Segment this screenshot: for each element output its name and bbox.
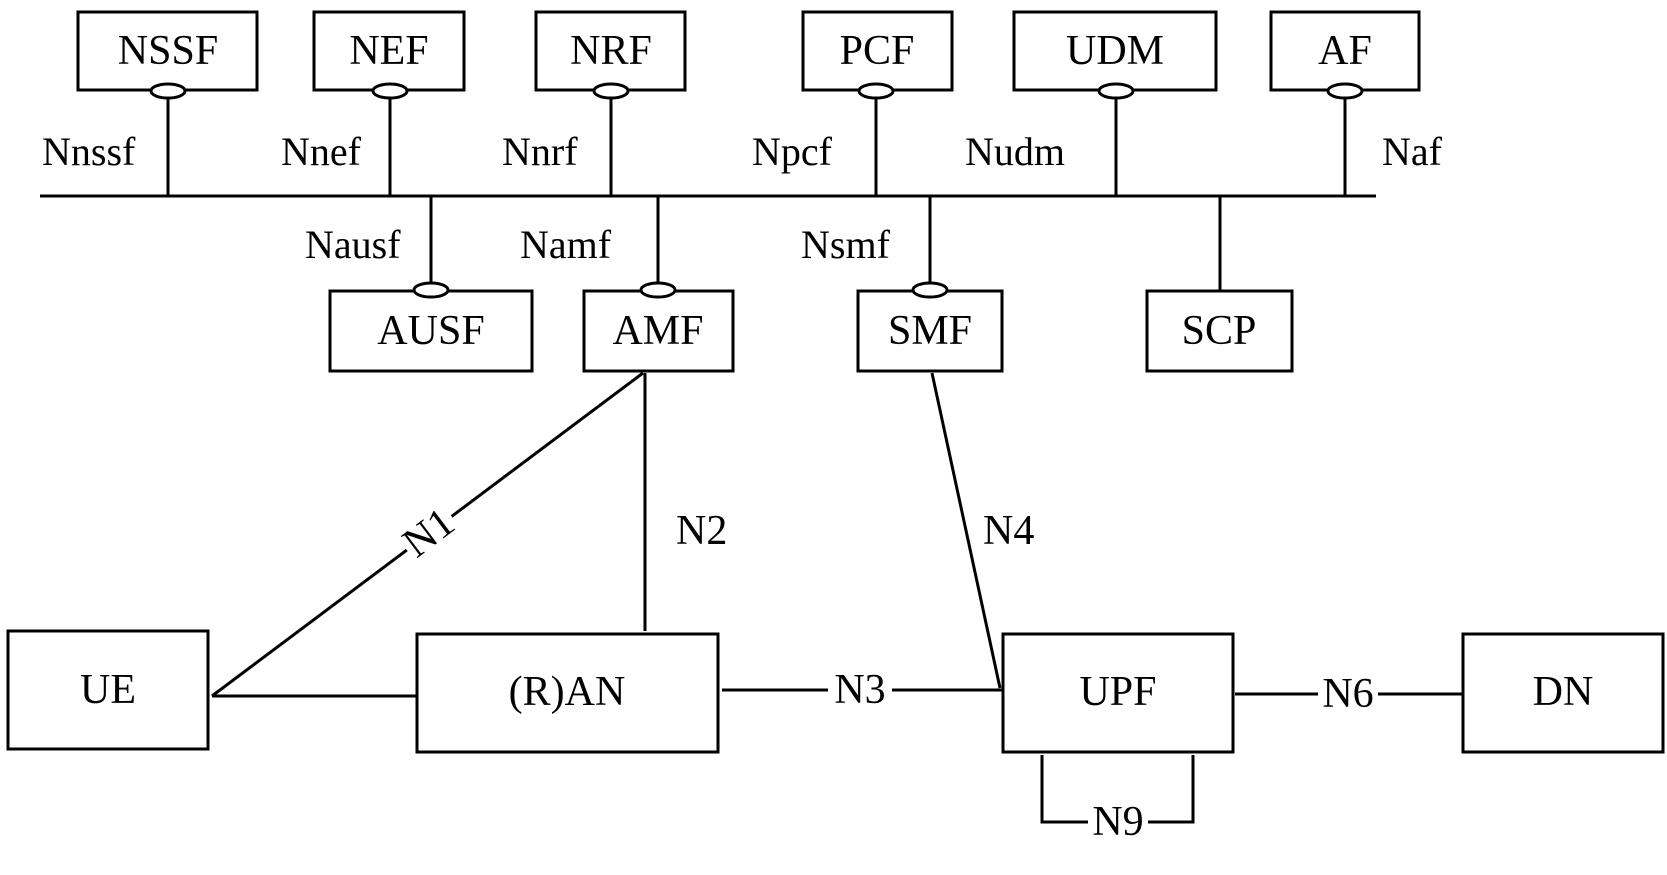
amf-label: AMF — [612, 308, 703, 354]
namf-label: Namf — [520, 222, 612, 267]
nssf-box — [76, 10, 259, 92]
ue-box — [6, 629, 210, 751]
n1-label: N1 — [395, 499, 464, 567]
n6-label-bg — [1318, 672, 1378, 716]
n3-label: N3 — [834, 667, 885, 713]
ue-label: UE — [80, 667, 136, 713]
nef-box — [312, 10, 466, 92]
amf-port — [639, 281, 677, 299]
af-label: AF — [1318, 28, 1372, 74]
nrf-port — [592, 82, 630, 100]
dn-label: DN — [1533, 669, 1594, 715]
nausf-label: Nausf — [305, 222, 401, 267]
naf-label: Naf — [1382, 129, 1443, 174]
scp-label: SCP — [1182, 308, 1257, 354]
n1-label-bg — [393, 498, 465, 568]
smf-label: SMF — [888, 308, 972, 354]
nnrf-label: Nnrf — [502, 129, 578, 174]
dn-box — [1461, 632, 1665, 754]
nsmf-label: Nsmf — [801, 222, 891, 267]
n9-label: N9 — [1092, 799, 1143, 845]
npcf-label: Npcf — [752, 129, 833, 174]
n9-label-bg — [1088, 800, 1148, 844]
nef-label: NEF — [349, 28, 428, 74]
af-port — [1326, 82, 1364, 100]
nudm-label: Nudm — [965, 129, 1065, 174]
af-box — [1269, 10, 1421, 92]
n2-label: N2 — [676, 508, 727, 554]
smf-port — [911, 281, 949, 299]
pcf-port — [857, 82, 895, 100]
nrf-label: NRF — [570, 28, 652, 74]
pcf-box — [801, 10, 954, 92]
nef-port — [371, 82, 409, 100]
ran-label: (R)AN — [509, 669, 626, 715]
nssf-port — [149, 82, 187, 100]
pcf-label: PCF — [840, 28, 915, 74]
ausf-label: AUSF — [377, 308, 484, 354]
nssf-label: NSSF — [118, 28, 218, 74]
n4-label: N4 — [983, 508, 1034, 554]
nnssf-label: Nnssf — [42, 129, 136, 174]
udm-port — [1097, 82, 1135, 100]
ran-box — [415, 632, 720, 754]
ausf-port — [412, 281, 450, 299]
n3-label-bg — [828, 668, 892, 712]
upf-label: UPF — [1079, 669, 1156, 715]
scp-box — [1145, 289, 1294, 373]
nnef-label: Nnef — [281, 129, 362, 174]
upf-box — [1001, 632, 1235, 754]
nrf-box — [534, 10, 687, 92]
udm-box — [1012, 10, 1218, 92]
n6-label: N6 — [1322, 671, 1373, 717]
udm-label: UDM — [1066, 28, 1164, 74]
n4-link — [930, 372, 1002, 689]
